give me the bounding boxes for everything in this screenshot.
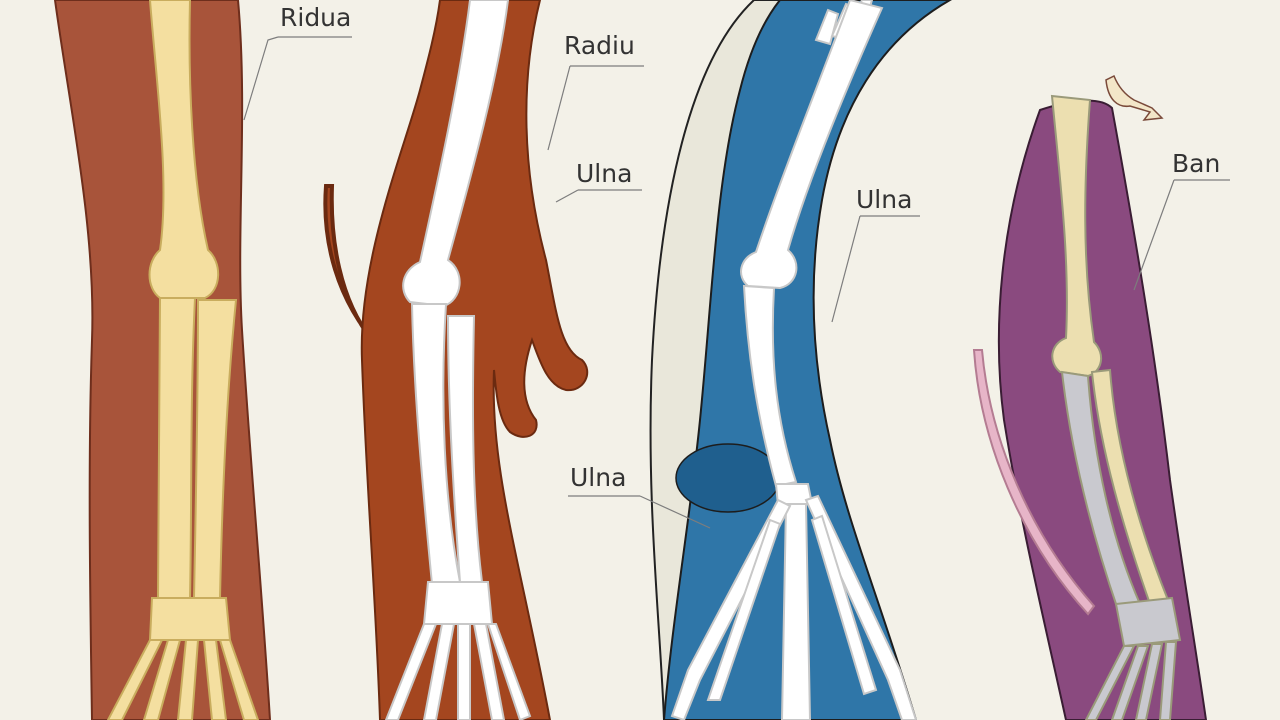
panel-2-mid-label: Ulna — [576, 159, 632, 188]
panel-3-bones — [670, 0, 918, 720]
panel-2-mid-leader-line — [555, 189, 579, 203]
panel-3-ulna — [742, 284, 798, 488]
panel-4-carpals — [1114, 596, 1182, 648]
panel-4-hook — [1105, 74, 1164, 121]
panel-2-bones — [384, 0, 532, 720]
panel-3-low-leader-line — [639, 495, 711, 529]
panel-3-finger-mid-left — [706, 518, 782, 701]
panel-1-leader-line — [243, 36, 279, 121]
panel-4-digit-2 — [1110, 645, 1150, 720]
panel-1-top-label: Ridua — [280, 3, 351, 32]
panel-3-mid-label: Ulna — [856, 185, 912, 214]
panel-2-digit-4 — [472, 623, 506, 720]
panel-4-bones — [1050, 94, 1182, 720]
panel-3-humerus — [740, 0, 884, 290]
panel-1-digit-2 — [142, 639, 182, 720]
panel-4-leader-line — [1133, 179, 1175, 291]
panel-2-digit-1 — [384, 623, 438, 720]
panel-2-digit-3 — [457, 623, 471, 720]
panel-3-mid-leader-line — [831, 215, 861, 323]
panel-2-digit-5 — [486, 623, 532, 720]
panel-1-bones — [106, 0, 260, 720]
panel-2-top-label: Radiu — [564, 31, 635, 60]
panel-1-digit-4 — [202, 639, 228, 720]
panel-4-top-label: Ban — [1172, 149, 1220, 178]
panel-4-digit-1 — [1084, 645, 1136, 720]
panel-1-humerus — [148, 0, 220, 299]
panel-2-digit-2 — [422, 623, 456, 720]
panel-2-limb: Radiu Ulna — [323, 0, 644, 720]
panel-4-limb: Ban — [972, 74, 1230, 720]
panel-3-finger-mid-right — [810, 514, 878, 696]
panel-3-low-label: Ulna — [570, 463, 626, 492]
panel-3-elbow-pad — [675, 443, 781, 513]
panel-1-carpals — [148, 597, 232, 641]
panel-1-digit-5 — [218, 639, 260, 720]
panel-3-metacarpal-center — [780, 503, 812, 720]
panel-4-claw — [972, 349, 1096, 616]
panel-1-limb: Ridua — [53, 0, 352, 720]
panel-3-limb: Ulna Ulna — [568, 0, 953, 720]
panel-2-top-leader-line — [547, 65, 571, 151]
panel-2-skin — [360, 0, 589, 720]
panel-1-digit-3 — [176, 639, 200, 720]
panel-1-ulna — [156, 297, 197, 599]
panel-2-carpals — [422, 581, 494, 625]
panel-4-digit-4 — [1158, 641, 1178, 720]
panel-4-digit-3 — [1134, 643, 1164, 720]
panel-1-digit-1 — [106, 639, 164, 720]
